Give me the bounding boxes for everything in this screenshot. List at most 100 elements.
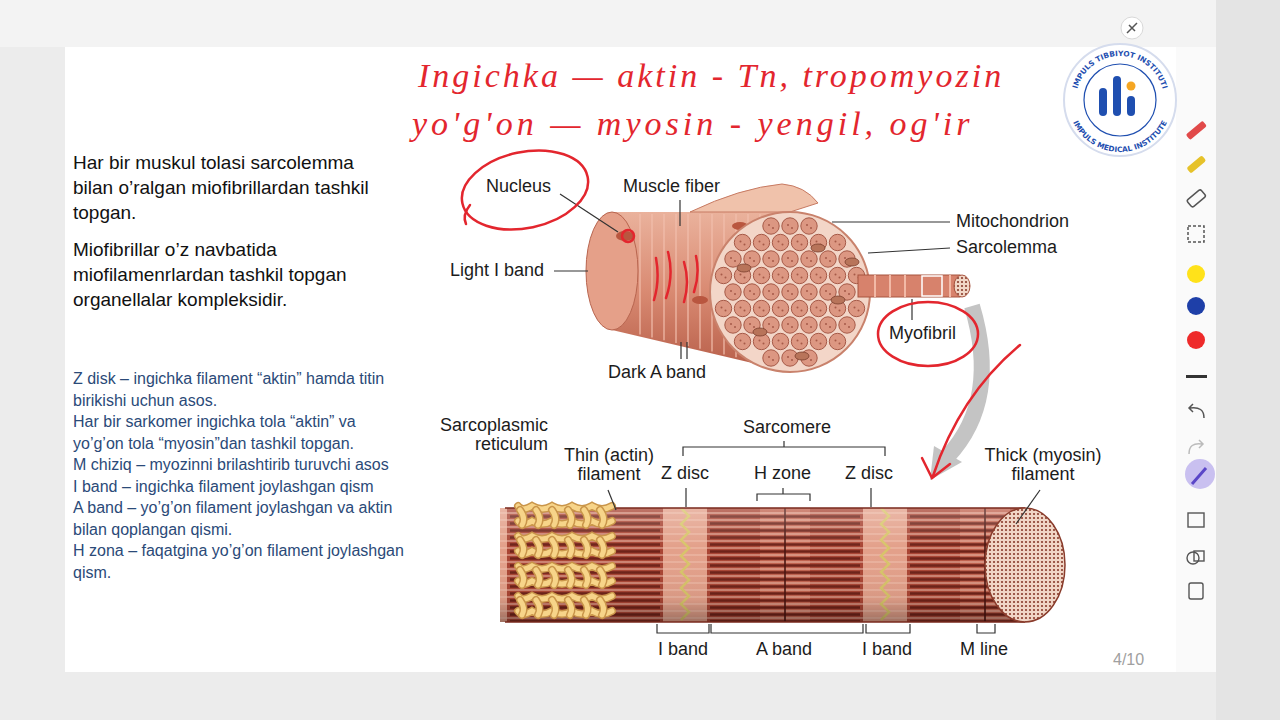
filament-dot: [825, 257, 827, 259]
myofibril-section: [715, 300, 731, 316]
myofibril-section: [829, 333, 845, 349]
myofibril-section: [791, 333, 807, 349]
fiber-stripe: [663, 214, 664, 340]
toolbar-icons: [1185, 121, 1215, 599]
filament-dot: [801, 244, 803, 246]
myofibril-section: [810, 300, 826, 316]
reticulum-outline: [520, 600, 524, 615]
myofibril-section: [829, 267, 845, 283]
reticulum-outline: [584, 570, 588, 585]
filament-dot: [787, 356, 789, 358]
filament-dot: [782, 343, 784, 345]
filament-dot: [829, 260, 831, 262]
myofibril-section: [772, 267, 788, 283]
filament-dot: [721, 307, 723, 309]
filament-dot: [721, 274, 723, 276]
filament-dot: [749, 290, 751, 292]
part-label: Sarcolemma: [956, 237, 1057, 257]
filament-dot: [810, 260, 812, 262]
reticulum-outline: [584, 600, 588, 615]
myofibril-section: [848, 300, 864, 316]
reticulum-outline: [518, 551, 612, 554]
part-label: Mitochondrion: [956, 211, 1069, 231]
filament-dot: [744, 277, 746, 279]
filament-dot: [806, 323, 808, 325]
myofibril-section: [763, 251, 779, 267]
myofibril-section: [772, 333, 788, 349]
filament-dot: [744, 310, 746, 312]
muscle-fiber-illustration: [586, 184, 970, 372]
filament-dot: [763, 244, 765, 246]
filament-dot: [858, 310, 860, 312]
filament-dot: [753, 293, 755, 295]
reticulum-outline: [518, 581, 612, 584]
reticulum-tube: [568, 510, 572, 525]
definition-note: A band – yo’g’on filament joylashgan va …: [73, 497, 408, 540]
reticulum-tube: [518, 551, 612, 554]
filament-dot: [844, 257, 846, 259]
reticulum-outline: [536, 570, 540, 585]
part-label: Muscle fiber: [623, 176, 720, 196]
reticulum-tube: [520, 600, 524, 615]
filament-dot: [768, 356, 770, 358]
filament-dot: [816, 241, 818, 243]
myofibril-section: [744, 284, 760, 300]
myofibril-section: [725, 317, 741, 333]
filament-dot: [797, 307, 799, 309]
filament-dot: [810, 227, 812, 229]
reticulum-tube: [518, 611, 612, 614]
filament-dot: [778, 241, 780, 243]
filament-dot: [730, 290, 732, 292]
reticulum-outline: [518, 611, 612, 614]
part-label: Myofibril: [889, 323, 956, 343]
myofibril-section: [820, 317, 836, 333]
part-label: Light I band: [450, 260, 544, 280]
filament-dot: [801, 343, 803, 345]
reticulum-tube: [600, 510, 604, 525]
filament-dot: [810, 293, 812, 295]
filament-dot: [772, 227, 774, 229]
filament-dot: [772, 260, 774, 262]
filament-dot: [839, 343, 841, 345]
close-button: [1121, 17, 1143, 39]
filament-dot: [839, 244, 841, 246]
filament-dot: [810, 359, 812, 361]
fiber-stripe: [639, 214, 640, 335]
filament-dot: [749, 323, 751, 325]
filament-dot: [740, 307, 742, 309]
reticulum-outline: [568, 570, 572, 585]
filament-dot: [730, 257, 732, 259]
body-paragraph: Har bir muskul tolasi sarcolemma bilan o…: [73, 150, 373, 225]
reticulum-tube: [552, 570, 556, 585]
mitochondrion: [811, 244, 825, 252]
filament-dot: [782, 244, 784, 246]
filament-dot: [835, 241, 837, 243]
filament-dot: [725, 277, 727, 279]
filament-dot: [778, 274, 780, 276]
reticulum-outline: [584, 540, 588, 555]
filament-dot: [740, 241, 742, 243]
reticulum-outline: [600, 510, 604, 525]
filament-dot: [749, 257, 751, 259]
reticulum-tube: [568, 570, 572, 585]
myofibril-section: [772, 300, 788, 316]
reticulum-outline: [552, 600, 556, 615]
filament-dot: [759, 340, 761, 342]
reticulum-tube: [584, 600, 588, 615]
logo-text: IMPULS MEDICAL INSTITUTE: [1071, 119, 1169, 154]
myofibril-illustration: [500, 506, 1065, 622]
definition-note: M chiziq – myozinni brilashtirib turuvch…: [73, 454, 408, 476]
reticulum-outline: [568, 540, 572, 555]
reticulum-tube: [536, 540, 540, 555]
myofibril-section: [772, 234, 788, 250]
filament-dot: [806, 224, 808, 226]
myofibril-section: [782, 284, 798, 300]
filament-dot: [768, 290, 770, 292]
handwritten-note: yo'g'on — myosin - yengil, og'ir: [412, 104, 974, 144]
part-label: Sarcomere: [743, 417, 831, 437]
logo-text: IMPULS MEDICAL INSTITUTE: [1071, 119, 1169, 154]
filament-dot: [768, 257, 770, 259]
filament-dot: [829, 326, 831, 328]
filament-dot: [820, 277, 822, 279]
text-column: Z disk – ingichka filament “aktin” hamda…: [73, 368, 408, 583]
